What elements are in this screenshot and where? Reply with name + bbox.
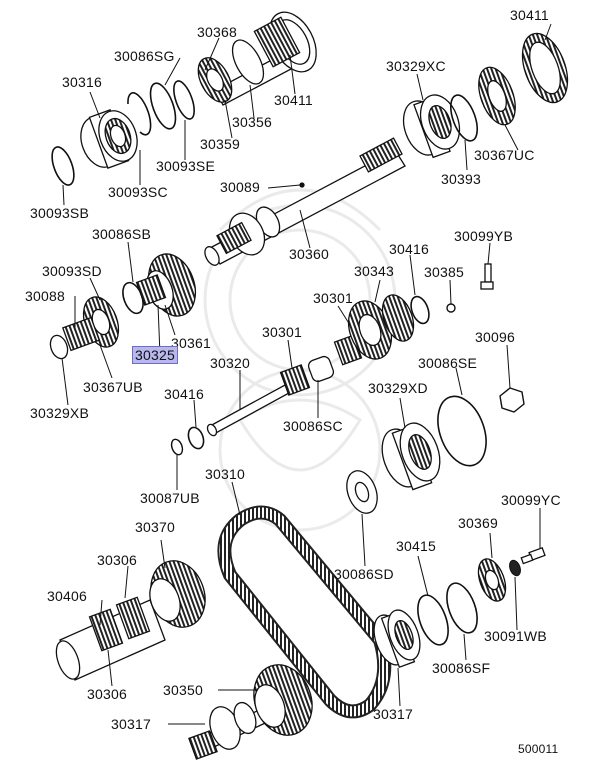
label-30087UB[interactable]: 30087UB [140, 490, 200, 506]
diagram-number: 500011 [518, 742, 559, 756]
label-30361[interactable]: 30361 [171, 335, 211, 351]
washer-30416 [187, 426, 205, 450]
bolt-30099YB [480, 263, 494, 290]
output-shaft-30356 [197, 11, 317, 106]
label-30099YB[interactable]: 30099YB [454, 228, 514, 244]
label-30329XB[interactable]: 30329XB [30, 405, 90, 421]
label-30301-b[interactable]: 30301 [262, 324, 302, 340]
label-30370[interactable]: 30370 [135, 519, 175, 535]
snap-rings-top [127, 80, 195, 136]
label-30411-mid[interactable]: 30411 [274, 92, 313, 108]
label-30301-a[interactable]: 30301 [313, 290, 353, 306]
gear-30361 [135, 253, 197, 317]
label-30306-a[interactable]: 30306 [97, 552, 137, 568]
label-30088[interactable]: 30088 [25, 288, 65, 304]
label-30320[interactable]: 30320 [210, 355, 250, 371]
label-30411-top[interactable]: 30411 [510, 7, 549, 23]
label-30310[interactable]: 30310 [205, 466, 245, 482]
needle-bearing-30301-a [279, 364, 311, 396]
sprocket-30369 [477, 558, 507, 602]
label-30367UC[interactable]: 30367UC [474, 147, 535, 163]
washer-30416-top [410, 295, 430, 325]
shaft-30320 [206, 384, 290, 437]
label-30415[interactable]: 30415 [396, 538, 436, 554]
nut-30096 [499, 387, 525, 413]
label-30356[interactable]: 30356 [232, 114, 272, 130]
label-30368[interactable]: 30368 [197, 24, 237, 40]
label-30406[interactable]: 30406 [47, 588, 87, 604]
sprocket-30350 [253, 664, 313, 736]
label-30343[interactable]: 30343 [354, 263, 394, 279]
main-shaft-30360 [204, 137, 406, 266]
gear-30343 [347, 294, 415, 360]
label-30096[interactable]: 30096 [475, 329, 515, 345]
label-30093SC[interactable]: 30093SC [108, 184, 168, 200]
label-30385[interactable]: 30385 [424, 264, 464, 280]
label-30086SF[interactable]: 30086SF [432, 660, 491, 676]
bolt-30099YC [520, 547, 546, 565]
output-shaft-30317 [188, 701, 277, 760]
label-30317-right[interactable]: 30317 [373, 706, 413, 722]
bearing-30317-right [373, 609, 421, 669]
snap-ring-30093SB [51, 146, 75, 186]
label-30369[interactable]: 30369 [458, 515, 498, 531]
label-30329XC[interactable]: 30329XC [386, 58, 446, 74]
bearing-30329XD [381, 422, 441, 491]
needle-bearings-30306 [88, 596, 151, 652]
label-30086SB[interactable]: 30086SB [92, 226, 152, 242]
label-30367UB[interactable]: 30367UB [83, 379, 143, 395]
label-30317-left[interactable]: 30317 [111, 716, 151, 732]
shim-30393 [450, 94, 478, 142]
gear-assembly-30367UB [49, 296, 120, 360]
snap-ring-30086SE [437, 395, 487, 467]
label-30086SC[interactable]: 30086SC [283, 418, 343, 434]
hub-30367UC [478, 66, 516, 126]
drive-chain-30310 [217, 505, 392, 719]
label-30416-mid[interactable]: 30416 [164, 386, 204, 402]
label-30329XD[interactable]: 30329XD [368, 380, 428, 396]
label-30393[interactable]: 30393 [441, 171, 481, 187]
spacer-30086SC [307, 355, 335, 383]
label-30086SG[interactable]: 30086SG [114, 48, 175, 64]
snap-ring-30086SF [446, 582, 478, 634]
label-30360[interactable]: 30360 [289, 246, 329, 262]
label-30359[interactable]: 30359 [200, 136, 240, 152]
label-30089[interactable]: 30089 [220, 179, 260, 195]
label-30306-b[interactable]: 30306 [87, 686, 127, 702]
snap-ring-30415 [417, 594, 449, 646]
label-30086SE[interactable]: 30086SE [418, 355, 478, 371]
nut-30385 [446, 303, 456, 313]
label-30086SD[interactable]: 30086SD [334, 566, 394, 582]
washer-30091WB [509, 559, 521, 577]
label-30099YC[interactable]: 30099YC [501, 492, 561, 508]
label-30416-top[interactable]: 30416 [389, 241, 429, 257]
label-30350[interactable]: 30350 [163, 682, 203, 698]
label-30093SD[interactable]: 30093SD [42, 263, 102, 279]
gear-30370 [149, 560, 206, 628]
label-30093SB[interactable]: 30093SB [30, 205, 90, 221]
label-30325-highlighted[interactable]: 30325 [132, 346, 178, 364]
ring-30411-right [521, 32, 569, 104]
washer-30086SD [346, 470, 378, 514]
washer-30087UB [170, 438, 184, 456]
label-30316[interactable]: 30316 [62, 74, 102, 90]
label-30093SE[interactable]: 30093SE [156, 158, 216, 174]
label-30091WB[interactable]: 30091WB [484, 628, 547, 644]
bearing-30316 [80, 109, 138, 169]
bearing-30329XC [402, 94, 461, 159]
